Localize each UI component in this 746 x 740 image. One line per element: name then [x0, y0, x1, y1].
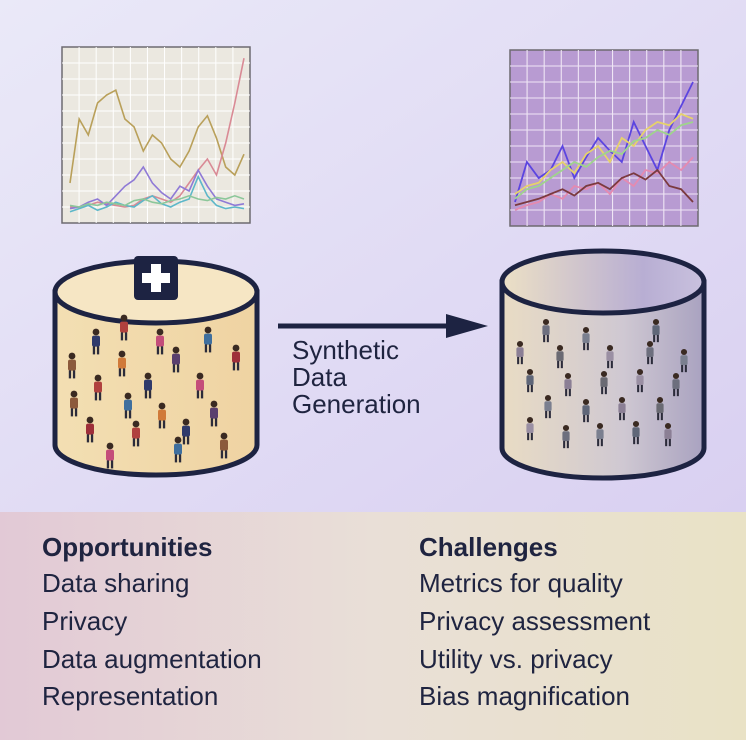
opportunities-title: Opportunities [42, 532, 213, 562]
synthetic-people-icon [516, 318, 688, 449]
arrow-right-icon [278, 314, 488, 338]
opportunity-item: Data augmentation [42, 644, 262, 674]
challenge-item: Utility vs. privacy [419, 644, 613, 674]
challenge-item: Privacy assessment [419, 606, 651, 636]
opportunity-item: Representation [42, 681, 219, 711]
opportunity-item: Data sharing [42, 568, 190, 598]
process-label-line-1: Synthetic [292, 335, 399, 365]
opportunity-item: Privacy [42, 606, 128, 636]
challenge-item: Metrics for quality [419, 568, 623, 598]
process-label-line-3: Generation [292, 389, 421, 419]
real-data-cylinder [52, 256, 260, 478]
challenges-title: Challenges [419, 532, 558, 562]
people-icon [68, 314, 240, 469]
real-data-chart [61, 46, 251, 224]
process-label: Synthetic Data Generation [292, 337, 421, 418]
challenge-item: Bias magnification [419, 681, 630, 711]
process-label-line-2: Data [292, 362, 347, 392]
medical-cross-icon [134, 256, 178, 300]
synthetic-data-chart [509, 49, 699, 227]
bottom-panel [0, 512, 746, 740]
synthetic-data-cylinder [499, 248, 707, 481]
